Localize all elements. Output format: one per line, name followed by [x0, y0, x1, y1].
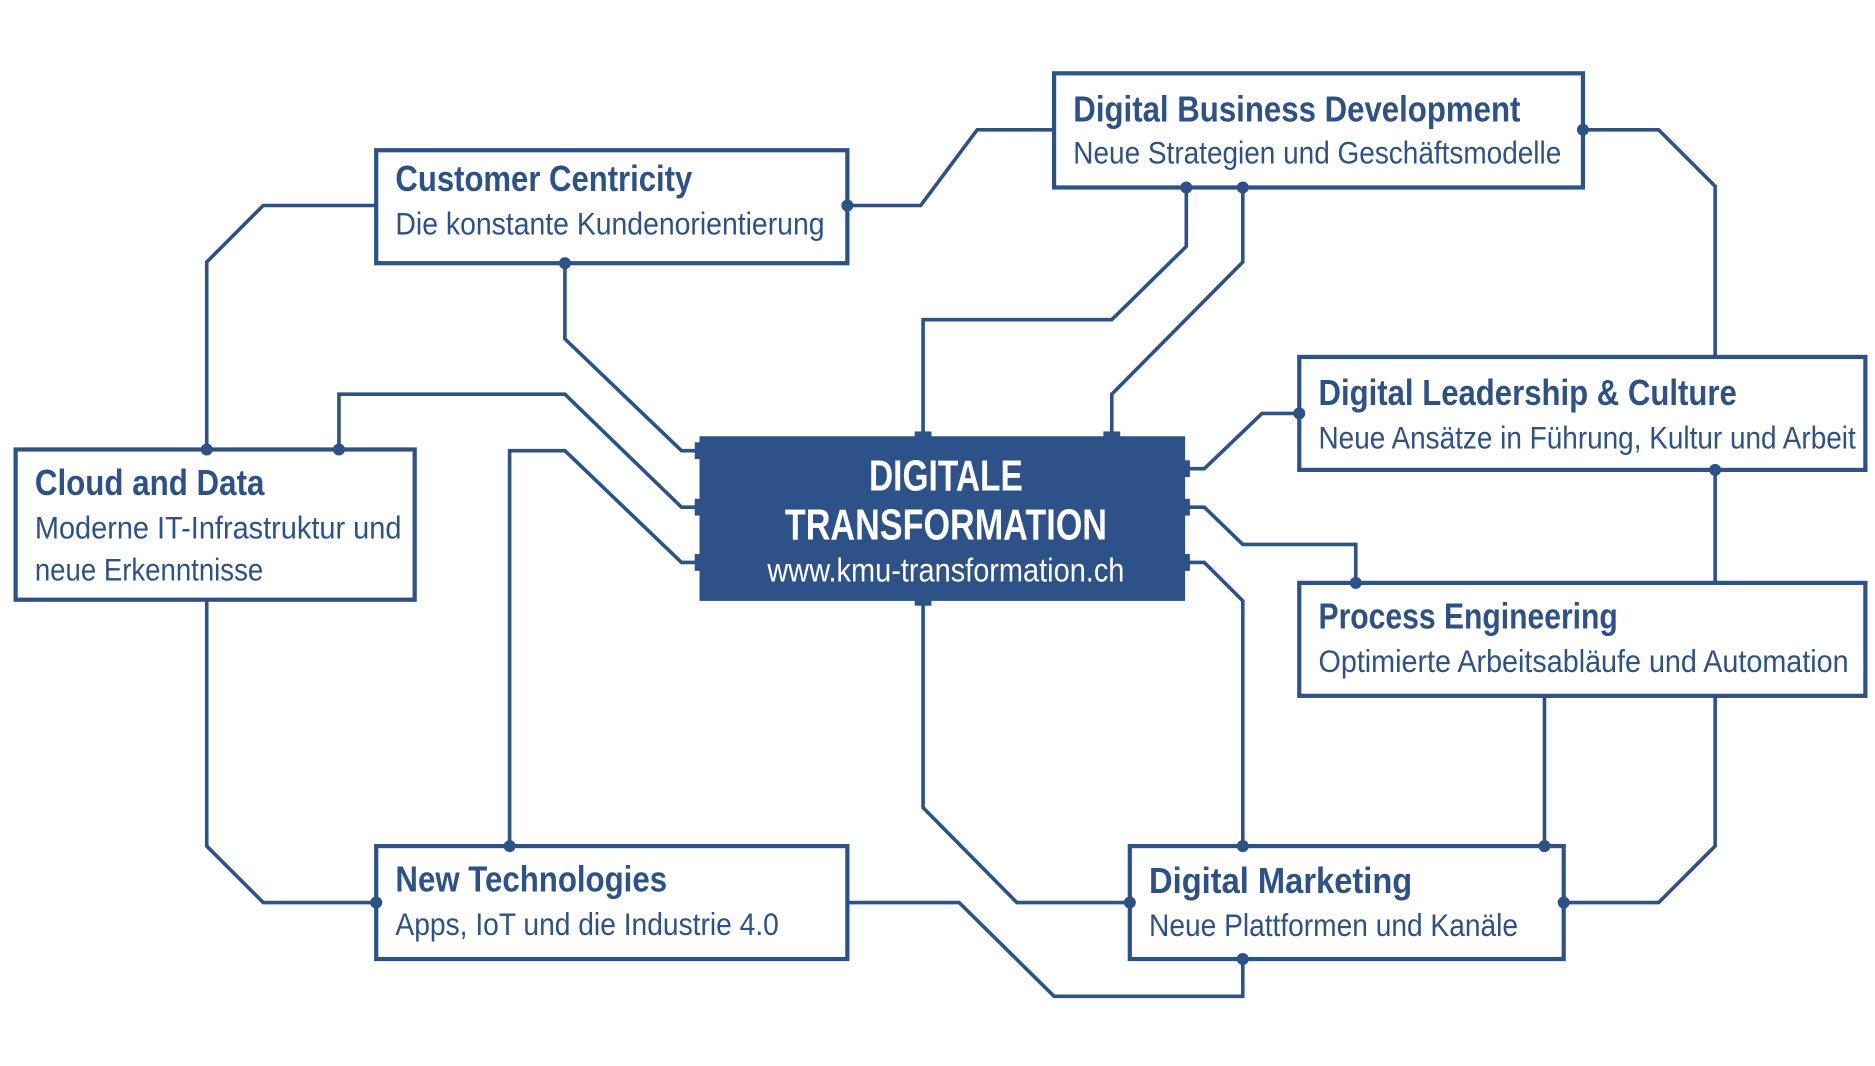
node-box — [1127, 843, 1566, 962]
node-title: Process Engineering — [1319, 596, 1618, 637]
center-title-line1: DIGITALE — [869, 452, 1023, 500]
node-box — [13, 447, 417, 602]
connector-nt-center — [507, 448, 700, 847]
node-subtitle: Neue Ansätze in Führung, Kultur und Arbe… — [1319, 420, 1857, 455]
node-subtitle: Optimierte Arbeitsabläufe und Automation — [1319, 644, 1849, 679]
connector-center-dm — [1185, 560, 1245, 847]
node-digital-business-development: Digital Business Development Neue Strate… — [1051, 71, 1586, 190]
node-title: Digital Business Development — [1073, 88, 1520, 129]
node-title: Customer Centricity — [395, 158, 692, 199]
node-title: Cloud and Data — [35, 462, 265, 503]
node-title: Digital Leadership & Culture — [1319, 372, 1737, 413]
connector-center-dm-2 — [921, 600, 1130, 905]
node-subtitle: Neue Strategien und Geschäftsmodelle — [1073, 135, 1561, 170]
connector-pe-dm-2 — [1563, 695, 1717, 905]
node-cloud-and-data: Cloud and Data Moderne IT-Infrastruktur … — [13, 447, 417, 602]
node-box — [1051, 71, 1586, 190]
connector-center-pe — [1185, 505, 1358, 583]
node-digital-marketing: Digital Marketing Neue Plattformen und K… — [1127, 843, 1566, 962]
node-box — [374, 843, 850, 962]
node-title: New Technologies — [395, 859, 667, 900]
connector-dbd-dlc — [1582, 127, 1717, 357]
connector-cc-center — [563, 263, 700, 453]
connector-center-dlc — [1185, 411, 1300, 471]
connector-cloud-nt — [204, 599, 377, 905]
node-subtitle: Moderne IT-Infrastruktur und — [35, 510, 402, 545]
node-customer-centricity: Customer Centricity Die konstante Kunden… — [374, 148, 850, 266]
connector-dbd-center-1 — [921, 187, 1189, 437]
connector-cc-cloud — [204, 203, 377, 450]
center-box — [699, 436, 1186, 601]
node-subtitle: Neue Plattformen und Kanäle — [1149, 908, 1518, 943]
connector-nt-dm — [847, 900, 1245, 999]
node-title: Digital Marketing — [1149, 860, 1412, 901]
connector-lines — [204, 127, 1717, 999]
node-subtitle: neue Erkenntnisse — [35, 552, 263, 587]
node-subtitle: Die konstante Kundenorientierung — [395, 206, 824, 241]
node-box — [1297, 580, 1868, 698]
connector-cc-dbd — [847, 127, 1055, 208]
center-url: www.kmu-transformation.ch — [767, 553, 1125, 590]
node-new-technologies: New Technologies Apps, IoT und die Indus… — [374, 843, 850, 962]
node-process-engineering: Process Engineering Optimierte Arbeitsab… — [1297, 580, 1868, 698]
center-title-line2: TRANSFORMATION — [785, 502, 1107, 550]
connector-cloud-center — [337, 392, 700, 509]
center-connector-tabs — [694, 431, 1190, 606]
connector-dbd-center-2 — [1109, 187, 1245, 437]
node-digital-leadership-culture: Digital Leadership & Culture Neue Ansätz… — [1297, 354, 1868, 473]
connector-dots — [200, 123, 1722, 966]
node-subtitle: Apps, IoT und die Industrie 4.0 — [395, 907, 778, 942]
center-node-digitale-transformation: DIGITALE TRANSFORMATION www.kmu-transfor… — [694, 431, 1190, 606]
